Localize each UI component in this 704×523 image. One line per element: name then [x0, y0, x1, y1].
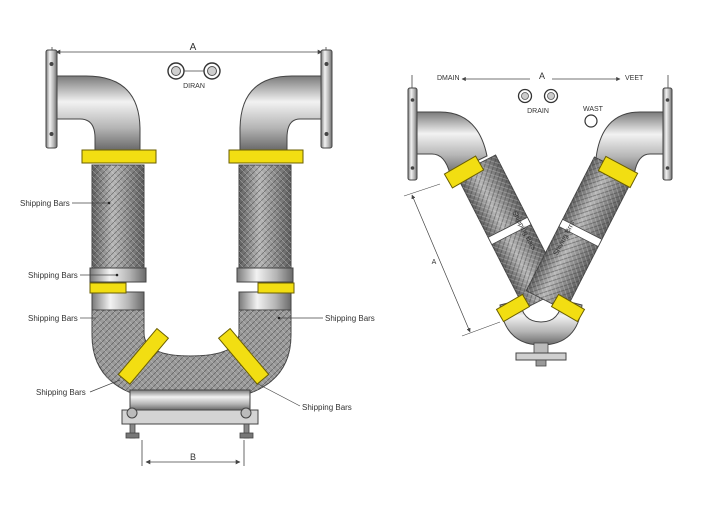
right-view-left-elbow — [407, 87, 488, 181]
dimension-a-label: A — [190, 42, 197, 53]
right-view-shipping-bars — [443, 155, 639, 323]
right-view: DMAIN A VEET DRAIN WAST — [403, 71, 673, 367]
left-braided-hose — [89, 164, 147, 313]
shipping-bar — [443, 155, 485, 189]
right-outlet-elbow — [239, 49, 333, 151]
shipping-bar — [597, 155, 639, 189]
right-drain-label: DRAIN — [527, 108, 549, 115]
shipping-bar — [117, 327, 170, 385]
vent-label: WAST — [583, 106, 604, 113]
dimension-a-right-label: A — [539, 71, 545, 81]
u-bend-hose — [91, 309, 292, 403]
callout-shipping-bars-6: Shipping Bars — [302, 403, 352, 412]
dimension-side-label: A — [432, 259, 437, 266]
left-inlet-elbow — [45, 49, 141, 151]
shipping-bar — [228, 149, 304, 164]
shipping-bar — [81, 149, 157, 164]
vent-top-label: VEET — [625, 75, 644, 82]
drain-fittings: DIRAN — [167, 62, 221, 90]
dimension-b-label: B — [190, 452, 196, 462]
dimension-side: A — [403, 183, 501, 337]
shipping-bar — [550, 293, 586, 323]
drain-top-label: DMAIN — [437, 75, 460, 82]
right-braided-hose — [236, 164, 294, 313]
dimension-a-right: DMAIN A VEET — [411, 71, 669, 90]
left-shipping-bars — [81, 149, 304, 385]
callout-shipping-bars-5: Shipping Bars — [325, 314, 375, 323]
shipping-bar — [89, 282, 127, 294]
left-callouts: Shipping Bars Shipping Bars Shipping Bar… — [20, 199, 375, 412]
callout-shipping-bars-3: Shipping Bars — [28, 314, 78, 323]
left-view: A DIRAN — [20, 42, 375, 466]
right-drain-vent: DRAIN WAST — [517, 88, 604, 128]
callout-shipping-bars-1: Shipping Bars — [20, 199, 70, 208]
dimension-b: B — [141, 440, 245, 466]
shipping-bar — [257, 282, 295, 294]
drain-label: DIRAN — [183, 83, 205, 90]
callout-shipping-bars-4: Shipping Bars — [36, 388, 86, 397]
right-view-diagonal-hoses — [455, 154, 635, 367]
dimension-a-left: A — [51, 42, 327, 70]
support-saddle — [121, 389, 259, 439]
callout-shipping-bars-2: Shipping Bars — [28, 271, 78, 280]
shipping-bar — [495, 293, 531, 323]
shipping-bar — [217, 327, 270, 385]
